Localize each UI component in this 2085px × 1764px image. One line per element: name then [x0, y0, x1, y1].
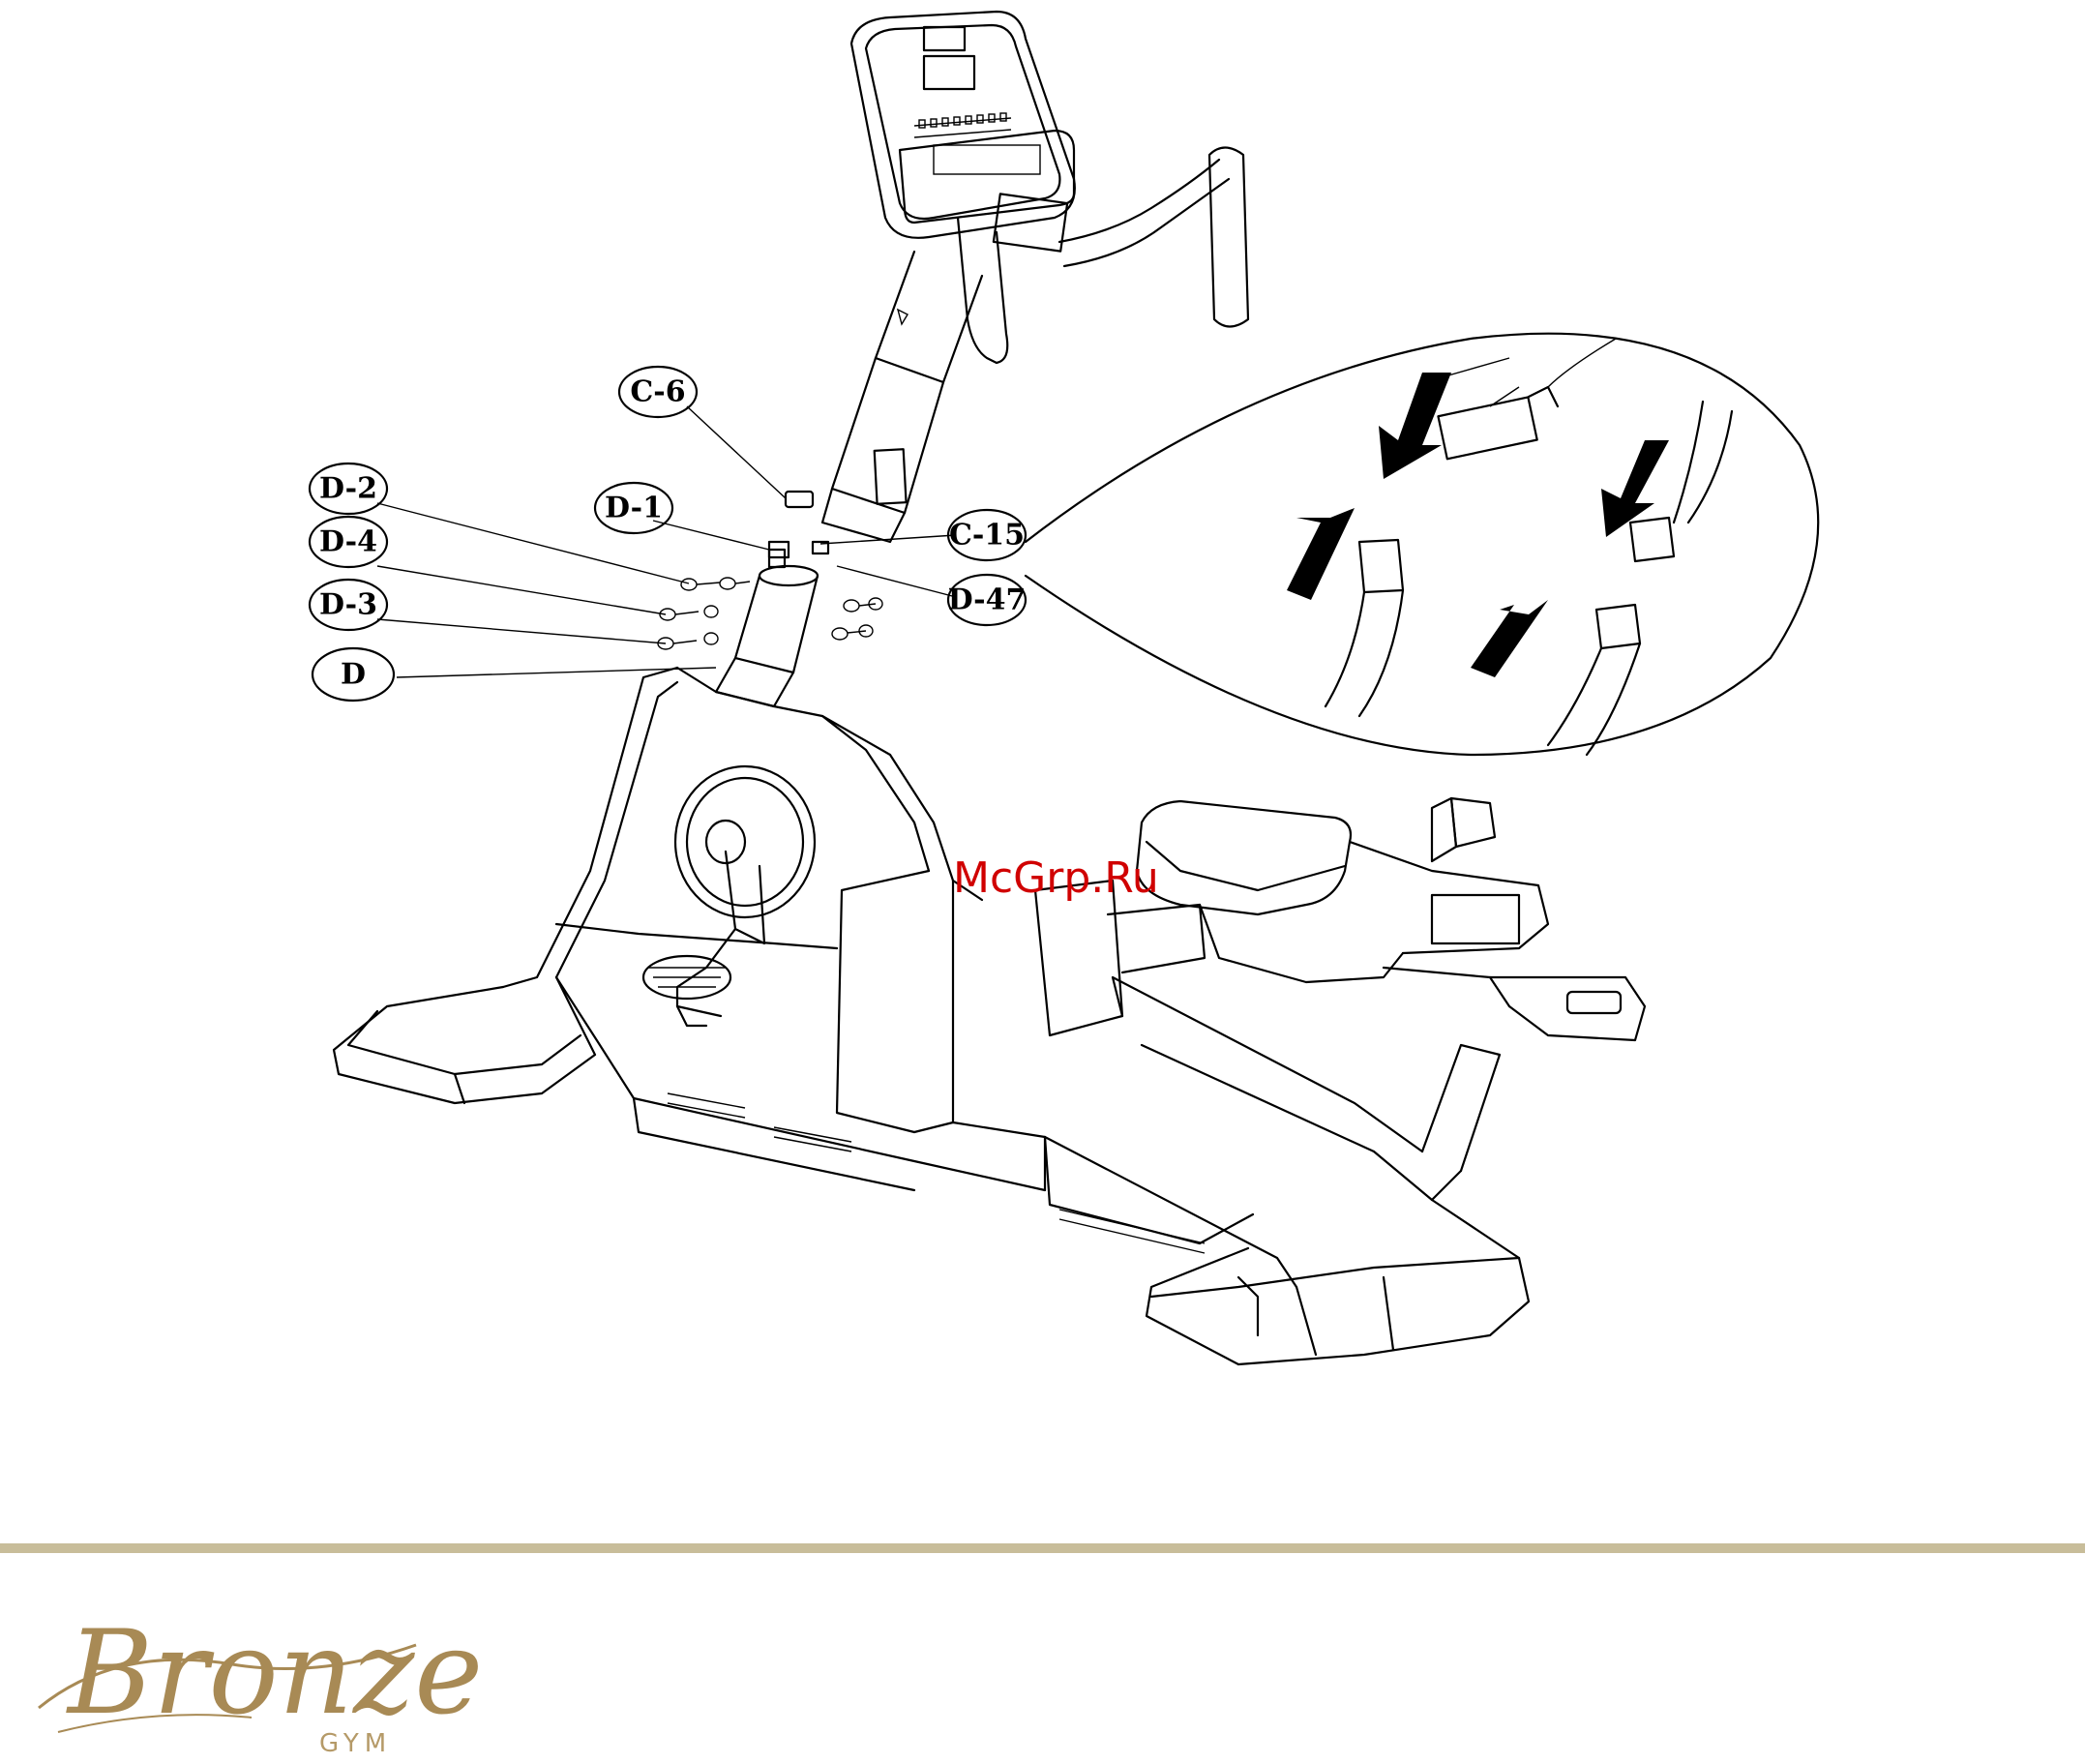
brand-logo: Bronze GYM — [39, 1606, 483, 1758]
flywheel-cover — [643, 766, 815, 1026]
callout-c6: C-6 — [619, 367, 697, 417]
handlebars — [958, 148, 1248, 364]
brand-name: Bronze — [66, 1606, 483, 1741]
callout-d: D — [313, 648, 394, 701]
callout-d2-text: D-2 — [319, 472, 377, 506]
callout-d47: D-47 — [948, 575, 1027, 625]
callout-c6-text: C-6 — [630, 375, 685, 409]
callout-d1-text: D-1 — [605, 492, 663, 525]
frame-upright — [716, 550, 818, 706]
callout-d1: D-1 — [595, 483, 672, 533]
console — [851, 12, 1075, 238]
callout-c15-text: C-15 — [949, 519, 1025, 553]
callout-d47-text: D-47 — [948, 583, 1027, 617]
callout-d2: D-2 — [310, 463, 387, 514]
connector-detail-bubble — [1026, 334, 1818, 755]
fasteners — [658, 492, 882, 649]
callout-c15: C-15 — [948, 510, 1026, 560]
watermark-text: McGrp.Ru — [953, 853, 1159, 903]
callout-d3: D-3 — [310, 580, 387, 630]
callout-d-text: D — [341, 658, 366, 692]
footer-rule — [0, 1543, 2085, 1553]
seat-assembly — [1035, 798, 1645, 1040]
brand-sub: GYM — [319, 1729, 392, 1758]
steering-column — [822, 252, 982, 542]
callout-d3-text: D-3 — [319, 588, 377, 622]
rear-frame — [1045, 977, 1529, 1364]
frame-body — [503, 668, 1253, 1253]
callout-d4-text: D-4 — [319, 525, 377, 559]
front-foot — [334, 977, 595, 1103]
callout-d4: D-4 — [310, 517, 387, 567]
